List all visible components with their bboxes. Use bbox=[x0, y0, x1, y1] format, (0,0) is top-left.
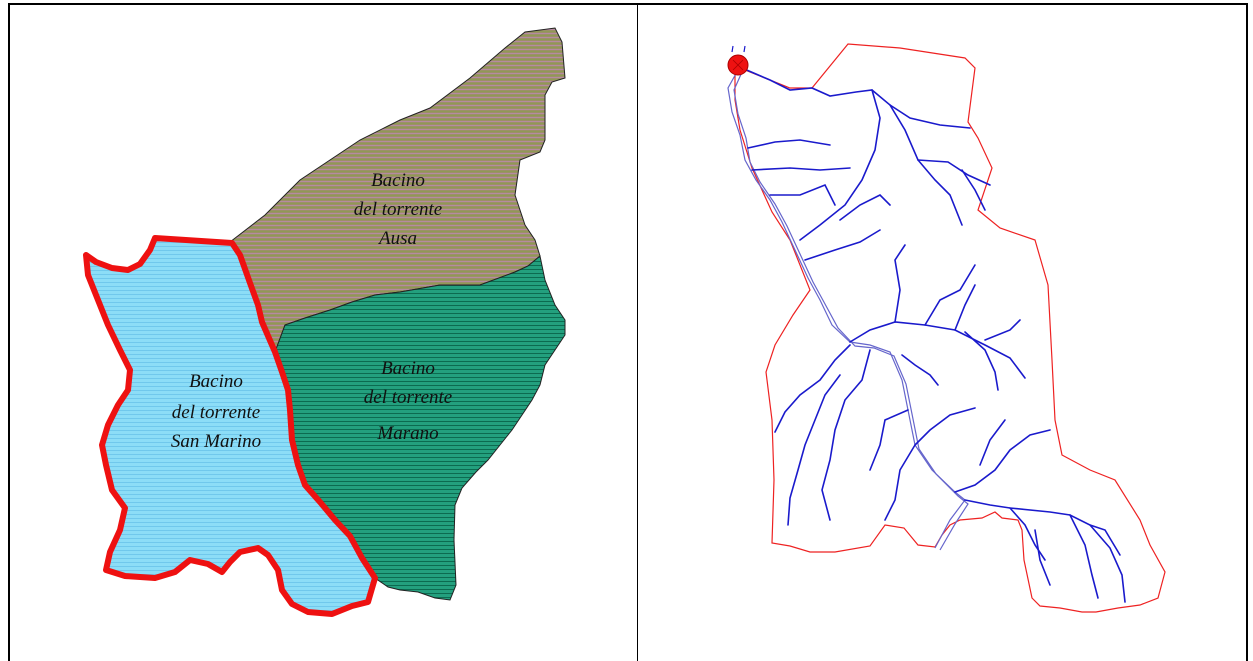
outlet-marker bbox=[727, 45, 749, 76]
svg-text:San Marino: San Marino bbox=[171, 431, 261, 452]
right-panel bbox=[637, 3, 1248, 661]
river-network bbox=[741, 67, 1126, 603]
label-san-marino: Bacino del torrente San Marino bbox=[171, 371, 261, 452]
label-ausa: Bacino del torrente Ausa bbox=[354, 170, 442, 249]
main-channel bbox=[727, 69, 969, 551]
san-marino-basin bbox=[83, 235, 378, 617]
svg-text:del torrente: del torrente bbox=[364, 387, 452, 408]
svg-text:Ausa: Ausa bbox=[377, 228, 417, 249]
svg-text:Marano: Marano bbox=[376, 423, 438, 444]
svg-text:Bacino: Bacino bbox=[381, 358, 435, 379]
catchment-boundary bbox=[734, 43, 1166, 613]
label-marano: Bacino del torrente Marano bbox=[364, 358, 452, 444]
svg-text:Bacino: Bacino bbox=[189, 371, 243, 392]
svg-text:del torrente: del torrente bbox=[354, 199, 442, 220]
svg-text:del torrente: del torrente bbox=[172, 402, 260, 423]
svg-text:Bacino: Bacino bbox=[371, 170, 425, 191]
